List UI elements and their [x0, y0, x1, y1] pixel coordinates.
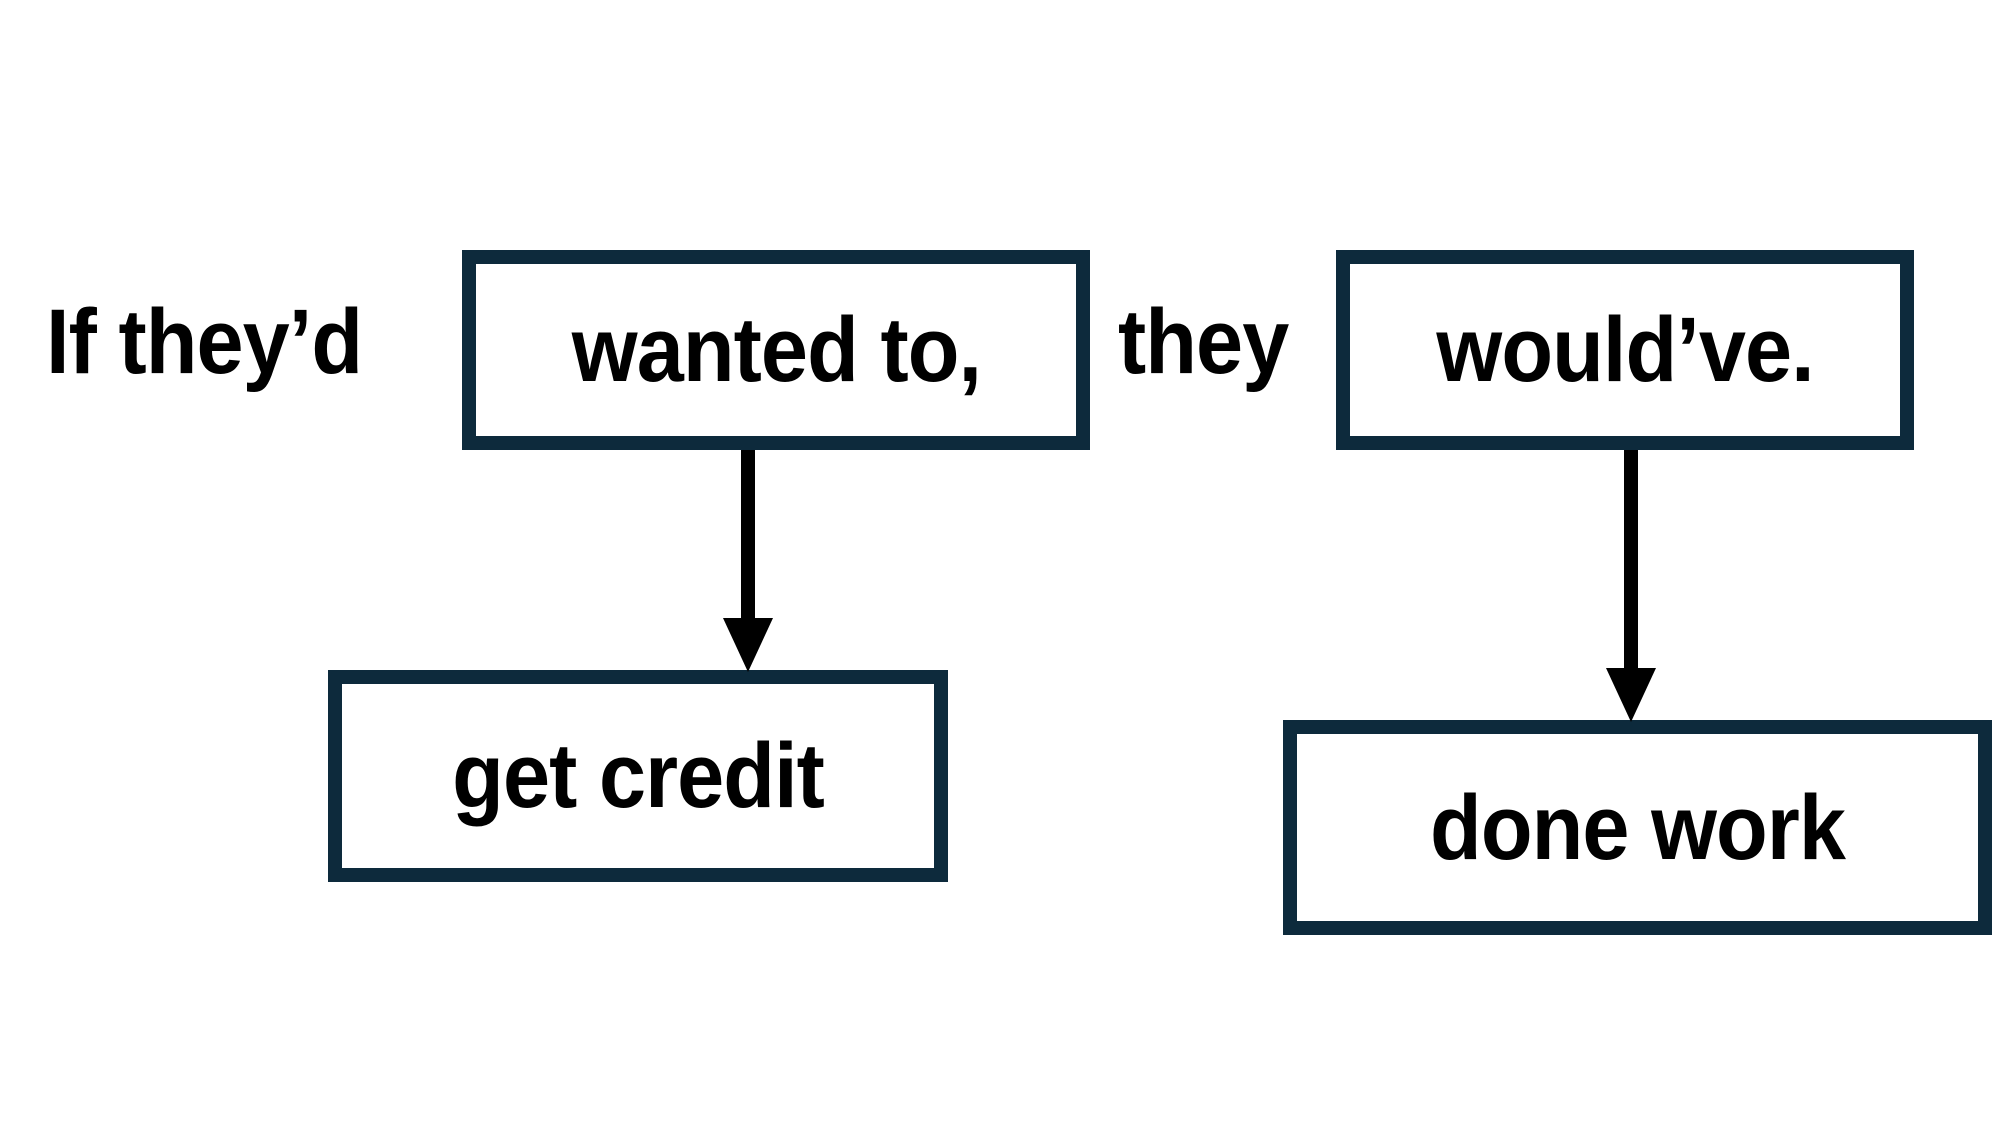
arrow-down-icon-wouldve-done-work [1601, 450, 1661, 722]
box-done-work-label: done work [1430, 776, 1846, 879]
box-wanted-to-label: wanted to, [571, 299, 981, 401]
box-wouldve-label: would’ve. [1436, 299, 1814, 401]
box-done-work[interactable]: done work [1283, 720, 1992, 935]
box-get-credit-label: get credit [452, 725, 825, 827]
arrow-down-icon-wanted-to-get-credit [718, 450, 778, 672]
sentence-fragment-if-theyd: If they’d [46, 291, 363, 393]
box-wanted-to[interactable]: wanted to, [462, 250, 1090, 450]
sentence-fragment-they: they [1118, 291, 1289, 393]
box-wouldve[interactable]: would’ve. [1336, 250, 1914, 450]
box-get-credit[interactable]: get credit [328, 670, 948, 882]
